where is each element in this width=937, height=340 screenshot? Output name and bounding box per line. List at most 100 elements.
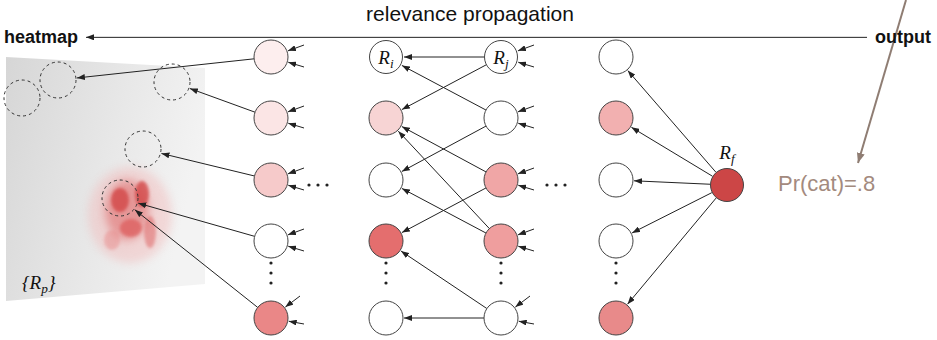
- neuron-circle: [599, 163, 633, 197]
- subscript: i: [390, 55, 394, 70]
- incoming-stub: [288, 106, 304, 112]
- pointer-arrow: [858, 0, 906, 163]
- incoming-stub: [288, 185, 304, 190]
- dashed-circle: [40, 62, 76, 98]
- ellipsis-dot: [269, 261, 272, 264]
- heatmap-panel: [6, 57, 205, 301]
- arrow-caption: relevance propagation: [366, 2, 574, 26]
- end-label: heatmap: [4, 27, 78, 48]
- ellipsis-dot: [269, 281, 272, 284]
- neuron-circle: [599, 301, 633, 335]
- ellipsis-dot: [614, 271, 617, 274]
- relevance-arrow: [628, 198, 717, 304]
- relevance-arrow: [77, 59, 254, 78]
- incoming-stub: [288, 168, 304, 174]
- ellipsis-dot: [614, 281, 617, 284]
- math-label: {Rp}: [22, 272, 55, 294]
- relevance-arrow: [631, 127, 712, 176]
- neuron-circle: [484, 224, 518, 258]
- ellipsis-dot: [384, 281, 387, 284]
- relevance-connector: [404, 57, 484, 58]
- neuron-label: Ri: [378, 48, 393, 67]
- neuron-circle: [370, 41, 403, 74]
- dashed-circle: [4, 80, 40, 116]
- neuron-circle: [599, 224, 633, 258]
- incoming-stub: [285, 296, 300, 307]
- relevance-arrow: [161, 153, 254, 176]
- subscript: j: [505, 55, 509, 70]
- text-part: R: [378, 47, 390, 68]
- neuron-circle: [254, 101, 288, 135]
- neuron-circle: [254, 301, 288, 335]
- probability-label: Pr(cat)=.8: [778, 171, 875, 196]
- incoming-stub: [288, 45, 304, 51]
- relevance-arrow: [190, 88, 255, 112]
- ellipsis-dot: [614, 261, 617, 264]
- incoming-stub: [518, 62, 534, 67]
- incoming-stub: [518, 229, 534, 235]
- incoming-stub: [518, 185, 534, 190]
- neuron-circle: [485, 41, 518, 74]
- dashed-circle: [125, 131, 161, 167]
- neuron-circle: [484, 101, 518, 135]
- ellipsis-dot: [499, 281, 502, 284]
- neuron-circle: [254, 224, 288, 258]
- node-outline: [710, 168, 744, 202]
- neuron-node: Rf: [710, 168, 744, 202]
- neuron-node: Ri: [369, 40, 403, 74]
- incoming-stub: [518, 45, 534, 51]
- relevance-arrow: [402, 127, 486, 172]
- relevance-arrow: [401, 251, 487, 309]
- text-part: R: [493, 47, 505, 68]
- incoming-stub: [518, 123, 534, 128]
- neuron-label: Rf: [719, 143, 734, 162]
- relevance-arrow: [138, 203, 254, 236]
- neuron-circle: [369, 301, 403, 335]
- end-label: output: [875, 27, 931, 48]
- subscript: f: [731, 151, 735, 166]
- neuron-circle: [254, 163, 288, 197]
- incoming-stub: [518, 246, 534, 251]
- neuron-circle: [369, 163, 403, 197]
- relevance-arrow: [404, 318, 484, 319]
- dashed-circle: [102, 180, 138, 216]
- relevance-arrow: [402, 188, 486, 233]
- ellipsis-dot: [307, 183, 310, 186]
- relevance-arrow: [135, 210, 258, 308]
- ellipsis-dot: [499, 271, 502, 274]
- ellipsis-dot: [384, 271, 387, 274]
- heatmap-image: [6, 57, 205, 301]
- relevance-arrow: [402, 65, 486, 110]
- ellipsis-dot: [554, 183, 557, 186]
- propagation-arrow: [86, 37, 867, 38]
- incoming-stub: [288, 123, 304, 128]
- incoming-stub: [518, 106, 534, 112]
- heatmap-blob: [88, 167, 172, 263]
- neuron-node: Rj: [484, 40, 518, 74]
- neuron-circle: [369, 101, 403, 135]
- neuron-circle: [599, 40, 633, 74]
- relevance-arrow: [632, 193, 712, 233]
- incoming-stub: [519, 321, 534, 324]
- incoming-stub: [518, 168, 534, 174]
- neurons: [254, 40, 633, 335]
- ellipsis-dot: [316, 183, 319, 186]
- network-wires: [77, 45, 716, 324]
- ellipsis-dot: [325, 183, 328, 186]
- relevance-arrow: [628, 71, 716, 173]
- ellipsis-dot: [545, 183, 548, 186]
- relevance-arrow: [634, 181, 710, 184]
- neuron-circle: [484, 301, 518, 335]
- incoming-stub: [515, 296, 530, 307]
- text-part: {R: [22, 272, 41, 293]
- relevance-arrow: [402, 65, 486, 110]
- neuron-circle: [254, 40, 288, 74]
- neuron-circle: [599, 101, 633, 135]
- neuron-circle: [369, 224, 403, 258]
- relevance-arrow: [398, 131, 489, 228]
- incoming-stub: [289, 321, 304, 324]
- ellipsis-dot: [384, 261, 387, 264]
- ellipsis-dot: [499, 261, 502, 264]
